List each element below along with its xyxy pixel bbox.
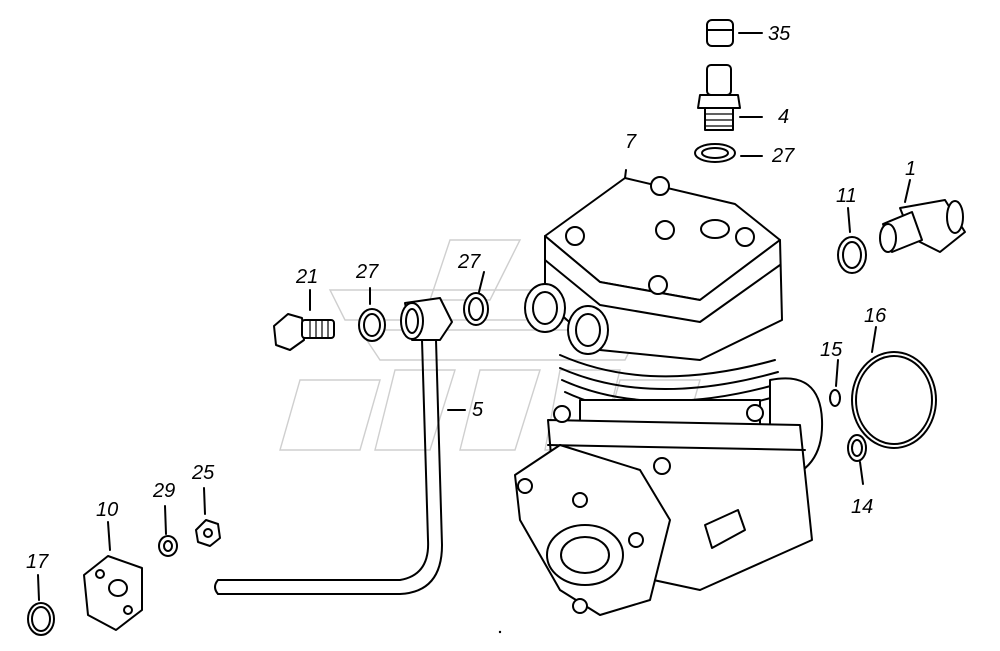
callout-27-top: 27 — [772, 145, 795, 167]
part-14-ring — [847, 434, 867, 485]
callout-25: 25 — [192, 462, 215, 484]
callout-27-left: 27 — [356, 261, 379, 283]
part-1-elbow — [879, 179, 966, 253]
callout-27-right: 27 — [458, 251, 481, 273]
part-16-oring — [851, 326, 937, 449]
part-27-washer-left — [358, 287, 386, 342]
callout-15: 15 — [820, 339, 843, 361]
part-7-compressor — [514, 169, 824, 616]
callout-4: 4 — [778, 106, 790, 128]
part-27-washer-right — [463, 271, 489, 326]
part-10-plate — [83, 521, 143, 631]
callout-16: 16 — [864, 305, 887, 327]
callout-10: 10 — [96, 499, 119, 521]
callout-14: 14 — [851, 496, 874, 518]
part-27-washer-top — [694, 143, 763, 163]
stray-dot — [498, 630, 502, 634]
callout-21: 21 — [296, 266, 319, 288]
callout-17: 17 — [26, 551, 49, 573]
part-5-pipe — [214, 297, 466, 595]
part-29-washer — [158, 505, 178, 557]
callout-5: 5 — [472, 399, 484, 421]
callout-29: 29 — [153, 480, 176, 502]
part-15-ring — [829, 359, 841, 407]
part-25-nut — [195, 487, 221, 547]
part-4-fitting — [697, 64, 763, 131]
callout-1: 1 — [905, 158, 917, 180]
callout-35: 35 — [768, 23, 791, 45]
part-35-cap — [706, 19, 763, 47]
part-21-bolt — [273, 289, 335, 351]
part-11-washer — [837, 207, 867, 274]
part-17-oring — [27, 574, 55, 636]
callout-7: 7 — [625, 131, 637, 153]
callout-11: 11 — [836, 185, 857, 207]
